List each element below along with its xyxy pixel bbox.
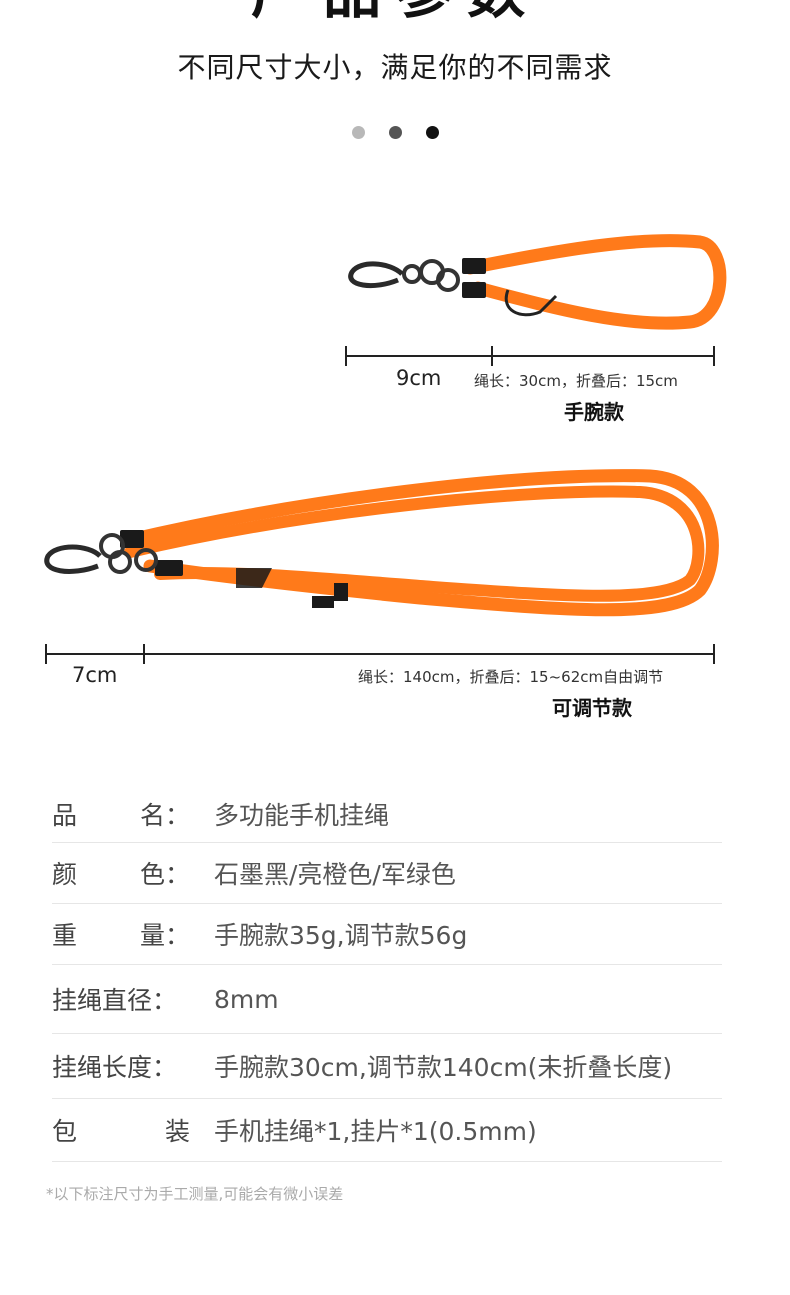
adjustable-variant-name: 可调节款: [552, 696, 632, 720]
carousel-dot[interactable]: [351, 126, 365, 139]
spec-row-diameter: 挂绳直径： 8mm: [52, 965, 722, 1034]
spec-table: 品名： 多功能手机挂绳 颜色： 石墨黑/亮橙色/军绿色 重量： 手腕款35g,调…: [52, 786, 722, 1162]
spec-row-name: 品名： 多功能手机挂绳: [52, 786, 722, 843]
wrist-hook-length: 9cm: [396, 366, 442, 390]
spec-row-package: 包装 手机挂绳*1,挂片*1(0.5mm): [52, 1099, 722, 1162]
spec-label: 挂绳直径：: [52, 986, 178, 1015]
carousel-dot[interactable]: [425, 126, 439, 139]
adjustable-strap-image: [44, 469, 719, 617]
page-title: 产品参数: [0, 0, 790, 22]
spec-value: 手腕款35g,调节款56g: [214, 921, 468, 950]
footnote: *以下标注尺寸为手工测量,可能会有微小误差: [46, 1185, 344, 1203]
page-subtitle: 不同尺寸大小，满足你的不同需求: [177, 51, 613, 84]
adjustable-hook-length: 7cm: [72, 663, 118, 687]
wrist-variant-name: 手腕款: [564, 400, 624, 424]
spec-label: 品名：: [52, 801, 190, 830]
spec-label: 颜色：: [52, 860, 190, 889]
spec-row-weight: 重量： 手腕款35g,调节款56g: [52, 904, 722, 965]
spec-value: 8mm: [214, 984, 279, 1014]
spec-row-color: 颜色： 石墨黑/亮橙色/军绿色: [52, 843, 722, 904]
spec-row-length: 挂绳长度： 手腕款30cm,调节款140cm(未折叠长度): [52, 1034, 722, 1099]
carousel-dot[interactable]: [388, 126, 402, 139]
adjustable-rope-note: 绳长：140cm，折叠后：15~62cm自由调节: [358, 668, 664, 686]
wrist-dimension-line: [345, 346, 715, 366]
spec-label: 包装: [52, 1117, 190, 1146]
strap-illustrations: [44, 234, 727, 664]
spec-value: 手腕款30cm,调节款140cm(未折叠长度): [214, 1053, 673, 1082]
spec-label: 重量：: [52, 921, 190, 950]
spec-label: 挂绳长度：: [52, 1053, 178, 1082]
adjustable-dimension-line: [45, 644, 715, 664]
wrist-rope-note: 绳长：30cm，折叠后：15cm: [474, 372, 678, 390]
spec-value: 石墨黑/亮橙色/军绿色: [214, 860, 456, 889]
carousel-dots: [0, 126, 790, 139]
spec-value: 手机挂绳*1,挂片*1(0.5mm): [214, 1117, 537, 1146]
spec-value: 多功能手机挂绳: [214, 801, 390, 830]
wrist-strap-image: [348, 234, 727, 330]
